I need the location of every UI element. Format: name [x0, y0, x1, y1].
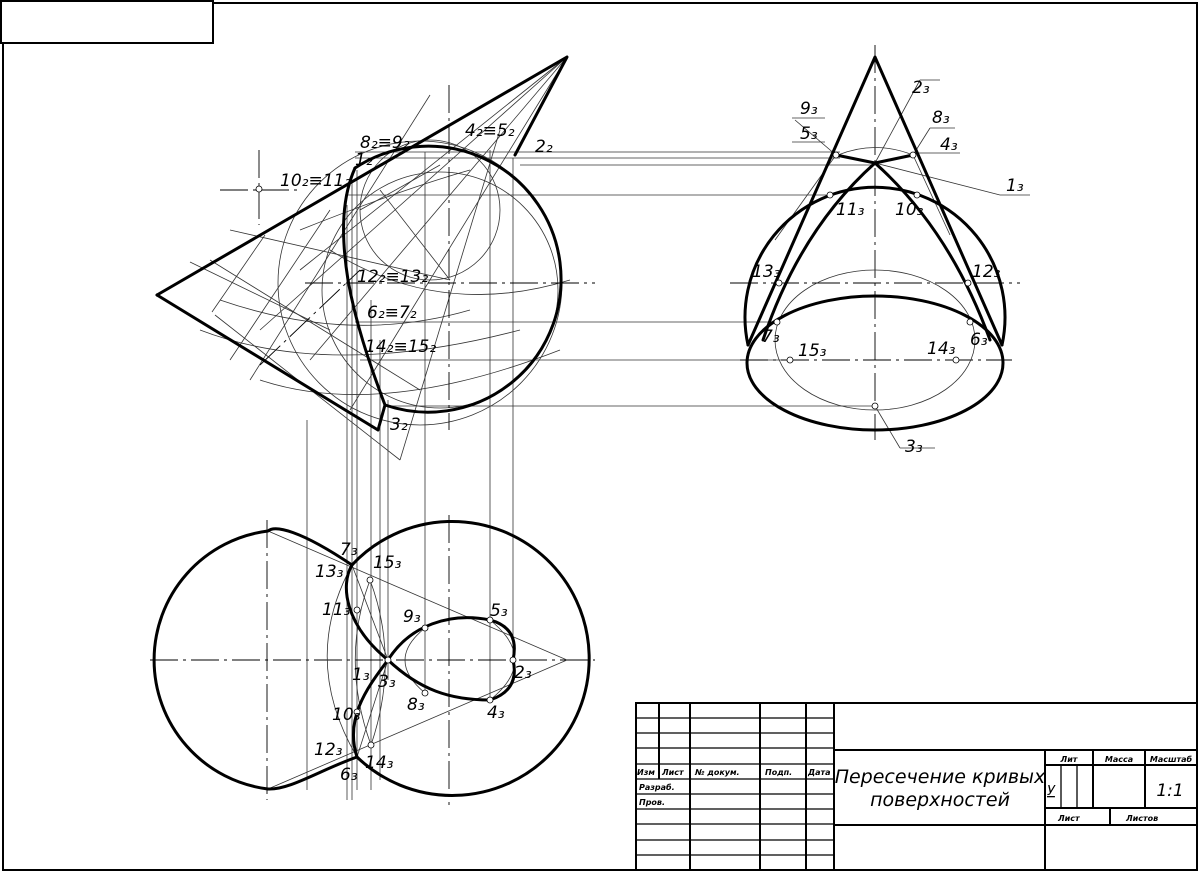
sphere-profile	[743, 185, 1007, 347]
point-label: 5₃	[490, 601, 508, 621]
construction-lines	[189, 56, 875, 800]
row-checked-by: Пров.	[639, 798, 665, 807]
row-developed-by: Разраб.	[639, 782, 675, 792]
point-label: 5₃	[800, 124, 818, 144]
scale-header: Масштаб	[1150, 754, 1193, 764]
point-label: 3₂	[390, 415, 408, 435]
point-label: 12₃	[972, 262, 1001, 282]
top-view: 7₃ 15₃ 13₃ 11₃ 9₃ 5₃ 1₃ 3₃ 2₃ 8₃ 4₃ 10₃ …	[150, 515, 595, 805]
point-label: 1₂	[355, 150, 373, 170]
drawing-title-line1: Пересечение кривых	[835, 766, 1046, 788]
cone-base-outline-top	[152, 527, 359, 791]
point-label: 1₃	[352, 665, 370, 685]
point-label: 15₃	[373, 553, 402, 573]
point-label: 8₂≡9₂	[360, 133, 410, 153]
point-label: 3₃	[905, 437, 923, 457]
point-label: 6₂≡7₂	[367, 303, 417, 323]
mass-header: Масса	[1105, 755, 1133, 764]
point-label: 4₃	[940, 135, 958, 155]
sphere-outline-top	[350, 520, 591, 797]
lit-header: Лит	[1060, 755, 1079, 764]
point-label: 8₃	[407, 695, 425, 715]
profile-view: 9₃ 5₃ 2₃ 8₃ 4₃ 1₃ 11₃ 10₃ 13₃ 12₃ 7₃ 6₃ …	[730, 45, 1030, 457]
point-label: 8₃	[932, 108, 950, 128]
front-labels: 8₂≡9₂ 4₂≡5₂ 2₂ 1₂ 10₂≡11₂ 12₂≡13₂ 6₂≡7₂ …	[280, 121, 553, 435]
point-label: 14₃	[927, 339, 956, 359]
point-label: 15₃	[798, 341, 827, 361]
sheets-label: Листов	[1125, 814, 1158, 823]
column-header-izm: Изм	[637, 768, 655, 777]
point-label: 6₃	[340, 765, 358, 785]
point-label: 9₃	[403, 607, 421, 627]
point-label: 2₃	[912, 78, 930, 98]
point-label: 12₃	[314, 740, 343, 760]
point-label: 11₃	[322, 600, 351, 620]
top-labels: 7₃ 15₃ 13₃ 11₃ 9₃ 5₃ 1₃ 3₃ 2₃ 8₃ 4₃ 10₃ …	[314, 540, 532, 785]
point-label: 1₃	[1006, 176, 1024, 196]
scale-value: 1:1	[1156, 781, 1183, 801]
cone-outline	[155, 55, 569, 432]
point-label: 4₂≡5₂	[465, 121, 515, 141]
column-header-date: Дата	[807, 768, 831, 777]
drawing-title-line2: поверхностей	[870, 789, 1010, 811]
point-label: 10₂≡11₂	[280, 171, 351, 191]
title-block: Изм Лист № докум. Подп. Дата Разраб. Про…	[635, 702, 1198, 871]
point-label: 10₃	[332, 705, 361, 725]
point-label: 13₃	[315, 562, 344, 582]
column-header-doc-number: № докум.	[694, 768, 740, 777]
point-label: 14₂≡15₂	[365, 337, 436, 357]
intersection-curve-front	[342, 166, 387, 407]
sheet-label: Лист	[1057, 814, 1081, 823]
point-label: 10₃	[895, 200, 924, 220]
point-label: 6₃	[970, 330, 988, 350]
profile-labels: 9₃ 5₃ 2₃ 8₃ 4₃ 1₃ 11₃ 10₃ 13₃ 12₃ 7₃ 6₃ …	[752, 78, 1024, 457]
point-label: 9₃	[800, 99, 818, 119]
lit-value: У	[1047, 784, 1056, 799]
point-label: 7₃	[340, 540, 358, 560]
center-point	[255, 185, 263, 193]
point-label: 4₃	[487, 703, 505, 723]
point-label: 2₂	[535, 137, 553, 157]
cone-profile	[746, 55, 1004, 347]
column-header-list: Лист	[661, 768, 685, 777]
point-label: 14₃	[365, 753, 394, 773]
point-label: 12₂≡13₂	[357, 267, 428, 287]
intersection-curve-profile	[761, 161, 992, 342]
point-label: 7₃	[762, 327, 780, 347]
profile-points	[773, 151, 974, 410]
cone-base-ellipse	[745, 294, 1005, 432]
column-header-signature: Подп.	[765, 768, 792, 777]
center-lines	[220, 85, 595, 430]
point-label: 3₃	[378, 672, 396, 692]
point-label: 2₃	[514, 663, 532, 683]
intersection-curve-top	[344, 563, 516, 759]
front-view: 8₂≡9₂ 4₂≡5₂ 2₂ 1₂ 10₂≡11₂ 12₂≡13₂ 6₂≡7₂ …	[155, 55, 875, 800]
point-label: 11₃	[836, 200, 865, 220]
top-points	[353, 576, 517, 749]
sphere-outline	[353, 144, 563, 414]
point-label: 13₃	[752, 262, 781, 282]
